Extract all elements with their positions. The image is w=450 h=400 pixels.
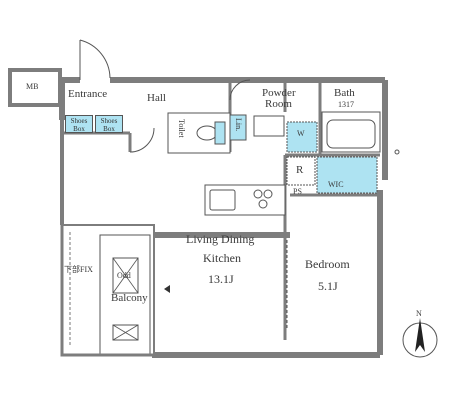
- label-odd: Odd: [117, 271, 131, 280]
- hall-doors: [129, 79, 251, 153]
- wic-closet: [316, 156, 378, 194]
- label-ps: PS: [293, 187, 302, 196]
- label-toilet: Toilet: [177, 119, 186, 138]
- label-ldk-size: 13.1J: [208, 272, 234, 286]
- shoes-box-1-line2: Box: [73, 125, 85, 133]
- label-powder-room-1: Powder: [262, 87, 296, 99]
- shoes-box-1: Shoes Box: [65, 115, 93, 133]
- label-hall: Hall: [147, 92, 166, 104]
- toilet-fixture: [167, 112, 231, 154]
- label-bedroom-size: 5.1J: [318, 279, 338, 293]
- balcony-area: [60, 224, 155, 357]
- entrance-door: [79, 39, 111, 80]
- north-arrow: [402, 318, 438, 358]
- label-wic: WIC: [328, 180, 344, 189]
- label-ldk-2: Kitchen: [203, 251, 241, 265]
- label-washer: W: [297, 129, 305, 138]
- label-fridge: R: [296, 164, 304, 176]
- label-entrance: Entrance: [68, 88, 108, 100]
- shoes-box-2: Shoes Box: [95, 115, 123, 133]
- label-fix-note: 下部FIX: [64, 265, 93, 274]
- label-powder-room-2: Room: [265, 98, 292, 110]
- fridge-space: [286, 156, 316, 186]
- shoes-box-2-line2: Box: [103, 125, 115, 133]
- exterior-mark: [394, 149, 400, 155]
- label-ldk-1: Living Dining: [186, 232, 255, 246]
- label-balcony: Balcony: [111, 292, 148, 304]
- meter-box: [8, 68, 62, 107]
- label-mb: MB: [26, 82, 39, 91]
- washer-space: [286, 121, 318, 153]
- label-bath-1: Bath: [334, 87, 355, 99]
- linen-cabinet: [229, 114, 247, 141]
- label-bedroom: Bedroom: [305, 257, 350, 271]
- label-bath-2: 1317: [338, 100, 354, 109]
- label-linen: Lin.: [234, 118, 243, 132]
- north-label: N: [416, 309, 422, 318]
- bathtub: [321, 111, 381, 153]
- vanity: [253, 115, 285, 137]
- balcony-arrow: [164, 285, 170, 293]
- interior-walls: [62, 80, 380, 340]
- kitchen-counter: [204, 184, 286, 216]
- shoes-box-1-line1: Shoes: [70, 117, 88, 125]
- shoes-box-2-line1: Shoes: [100, 117, 118, 125]
